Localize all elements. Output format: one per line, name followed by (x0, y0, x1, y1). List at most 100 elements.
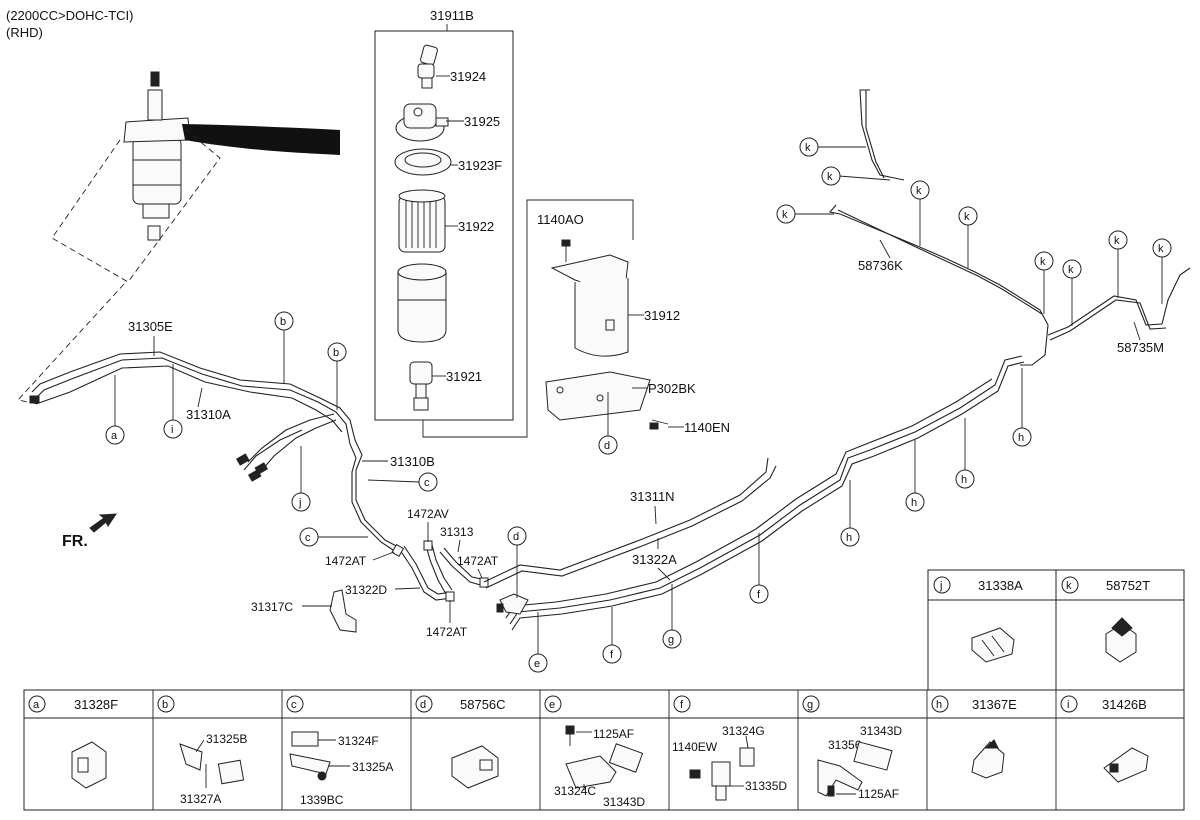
label-1140AO: 1140AO (537, 212, 584, 227)
fuel-pipe-31322A (505, 355, 1025, 631)
svg-text:h: h (936, 699, 942, 711)
svg-text:k: k (1066, 580, 1072, 592)
front-direction-label: FR. (62, 533, 88, 550)
fuel-pipe-31311N (483, 457, 777, 589)
legend-sub-31343D-g: 31343D (860, 724, 902, 738)
svg-text:h: h (911, 497, 917, 509)
legend-part-d: 58756C (460, 697, 506, 712)
svg-text:k: k (1114, 235, 1120, 247)
legend-part-k: 58752T (1106, 578, 1150, 593)
svg-text:h: h (846, 532, 852, 544)
label-1472AT-left: 1472AT (325, 554, 367, 568)
return-pipe-58736K (828, 89, 1049, 366)
legend-bottom: a 31328F b c d 58756C e f g h 31367E i 3… (23, 689, 1185, 811)
engine-spec: (2200CC>DOHC-TCI) (6, 8, 134, 23)
svg-text:g: g (668, 634, 674, 646)
part-31924-drawing (417, 44, 438, 89)
fittings-left (29, 395, 269, 482)
legend-sub-31343D-e: 31343D (603, 795, 645, 809)
legend-sub-1125AF-g: 1125AF (858, 787, 899, 801)
label-31925: 31925 (464, 114, 500, 129)
label-1472AT-right: 1472AT (457, 554, 499, 568)
legend-sub-31325A: 31325A (352, 760, 393, 774)
svg-text:b: b (162, 699, 168, 711)
legend-top: j 31338A k 58752T (927, 569, 1185, 691)
bolt-1140AO-drawing (561, 239, 571, 262)
legend-part-a: 31328F (74, 697, 118, 712)
svg-text:i: i (171, 424, 173, 436)
label-58735M: 58735M (1117, 340, 1164, 355)
svg-text:k: k (827, 171, 833, 183)
svg-text:j: j (939, 580, 942, 592)
fuel-filter-assembly-drawing (17, 71, 340, 405)
legend-sub-31335D: 31335D (745, 779, 787, 793)
part-31923F-drawing (394, 148, 452, 176)
k-callouts: k k k k k k k k k (776, 137, 1172, 326)
svg-text:k: k (1040, 256, 1046, 268)
legend-sub-31325B: 31325B (206, 732, 247, 746)
part-31922-drawing (398, 189, 446, 253)
legend-part-i: 31426B (1102, 697, 1147, 712)
svg-text:k: k (1158, 243, 1164, 255)
label-31317C: 31317C (251, 600, 293, 614)
label-31921: 31921 (446, 369, 482, 384)
legend-sub-31324F: 31324F (338, 734, 379, 748)
legend-sub-1140EW: 1140EW (672, 740, 718, 754)
label-P302BK: P302BK (648, 381, 696, 396)
svg-text:h: h (1018, 432, 1024, 444)
svg-text:f: f (610, 649, 614, 661)
svg-text:a: a (111, 430, 118, 442)
drive-spec: (RHD) (6, 25, 43, 40)
svg-text:j: j (298, 497, 301, 509)
label-31912: 31912 (644, 308, 680, 323)
filter-bowl-drawing (397, 263, 447, 343)
svg-text:e: e (534, 658, 540, 670)
svg-text:k: k (805, 142, 811, 154)
svg-text:d: d (513, 531, 519, 543)
svg-text:b: b (333, 347, 339, 359)
label-31310B: 31310B (390, 454, 435, 469)
legend-sub-31324C: 31324C (554, 784, 596, 798)
label-31322D: 31322D (345, 583, 387, 597)
label-1472AV: 1472AV (407, 507, 449, 521)
svg-text:k: k (964, 211, 970, 223)
bolt-1140EN-drawing (649, 419, 669, 430)
svg-text:i: i (1067, 699, 1069, 711)
svg-text:k: k (782, 209, 788, 221)
label-31322A: 31322A (632, 552, 677, 567)
label-31310A: 31310A (186, 407, 231, 422)
legend-sub-1125AF-e: 1125AF (593, 727, 634, 741)
svg-text:h: h (961, 474, 967, 486)
svg-text:g: g (807, 699, 813, 711)
legend-part-j: 31338A (978, 578, 1023, 593)
svg-text:f: f (757, 589, 761, 601)
svg-text:k: k (916, 185, 922, 197)
legend-sub-31356: 31356 (828, 738, 862, 752)
fuel-pipe-31305E-31310A (31, 351, 401, 553)
front-arrow-icon (89, 513, 117, 533)
svg-text:b: b (280, 316, 286, 328)
bracket-31317C-drawing (329, 589, 357, 633)
part-31925-drawing (395, 103, 449, 142)
svg-text:c: c (305, 532, 311, 544)
label-1472AT-bottom: 1472AT (426, 625, 468, 639)
svg-text:c: c (291, 699, 297, 711)
label-31911B: 31911B (430, 8, 474, 23)
label-31313: 31313 (440, 525, 474, 539)
letter-callouts-right: d d e f f g h h h h (507, 368, 1032, 673)
label-31923F: 31923F (458, 158, 502, 173)
svg-text:e: e (549, 699, 555, 711)
legend-sub-31327A: 31327A (180, 792, 221, 806)
clip-d-drawing (496, 593, 529, 615)
label-31924: 31924 (450, 69, 486, 84)
svg-text:c: c (424, 477, 430, 489)
label-58736K: 58736K (858, 258, 903, 273)
svg-text:k: k (1068, 264, 1074, 276)
svg-text:d: d (420, 699, 426, 711)
label-31922: 31922 (458, 219, 494, 234)
bracket-31912-drawing (545, 254, 651, 421)
legend-part-h: 31367E (972, 697, 1017, 712)
svg-text:a: a (33, 699, 40, 711)
legend-sub-31324G: 31324G (722, 724, 765, 738)
